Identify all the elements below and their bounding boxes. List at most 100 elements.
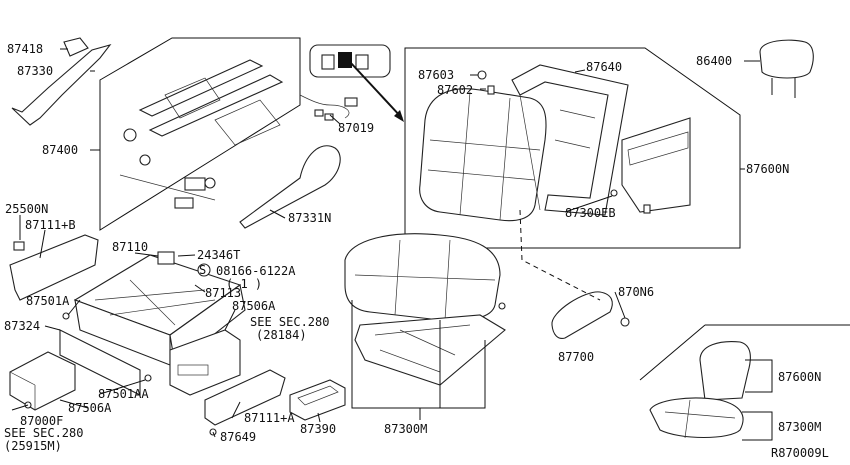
seat-cushion-stitching [354,239,496,321]
seatback-frame-87640 [511,64,629,216]
harness-connector-3 [344,97,358,107]
clip-87501a [62,312,70,320]
label-see-sec-280-top-code: (28184) [256,328,307,342]
screw-08166 [197,263,211,277]
label-86400: 86400 [696,54,732,68]
adjuster-cable [119,174,216,201]
location-icon [309,44,404,122]
part-87390-tray [289,379,346,421]
label-08166-qty: ( 1 ) [226,277,262,291]
adjuster-bracket [164,77,221,119]
inset-group [639,324,850,441]
label-87602: 87602 [437,83,473,97]
location-seat-1 [321,54,335,70]
adjuster-rail-upper [138,59,264,117]
label-87506a-top: 87506A [232,299,276,313]
trim-87330-shape [11,44,112,126]
cushion-frame-springs [94,279,216,326]
screw-87501aa [144,374,152,382]
seatback-frame [404,47,741,249]
adjuster-gear [139,154,151,166]
control-unit-edge [9,371,36,386]
label-ref-code: R870009L [771,446,829,460]
inset-frame-diag [639,324,706,381]
leader-lines [11,48,760,438]
fastener-87603 [477,70,487,80]
label-87110: 87110 [112,240,148,254]
part-87019-harness [299,94,358,121]
seat-adjuster-group [99,37,301,231]
seatback-panel [621,117,691,213]
part-24346t [157,251,175,265]
adjuster-rail-lower [148,74,284,137]
location-seat-highlight [338,52,352,68]
label-87111b: 87111+B [25,218,76,232]
trim-87111a [204,369,286,426]
label-870n6: 870N6 [618,285,654,299]
cushion-leader-bracket [351,300,486,409]
label-87640: 87640 [586,60,622,74]
part-25500n-switch [13,241,25,251]
label-87000f: 87000F [20,414,63,428]
label-87501a: 87501A [26,294,70,308]
part-labels: 87418 87330 87400 87019 87331N 87603 876… [4,42,829,460]
headrest-pad [759,39,814,79]
location-seat-3 [355,54,369,70]
label-87331n: 87331N [288,211,331,225]
label-24346t: 24346T [197,248,240,262]
part-86400-headrest [759,39,814,98]
seatback-cushion [419,88,547,222]
armrest-dashed-link [519,209,601,301]
inset-seatback [699,341,751,401]
adjuster-motor [123,128,137,142]
adjuster-motor-frame [214,99,281,146]
label-87390: 87390 [300,422,336,436]
label-87603: 87603 [418,68,454,82]
module-connector [177,364,209,376]
label-87330: 87330 [17,64,53,78]
adjuster-frame [99,37,301,231]
label-87600n: 87600N [746,162,789,176]
label-87111a: 87111+A [244,411,295,425]
label-08166: 08166-6122A [216,264,296,278]
location-arrow-head [394,110,404,122]
part-87000f-unit [9,351,76,411]
seat-cushion-frame-detail [374,324,471,373]
harness-connector-1 [314,109,324,117]
adjuster-motor-box [184,177,206,191]
label-87113: 87113 [205,286,241,300]
label-87418: 87418 [7,42,43,56]
screw-symbol: S [199,263,206,277]
label-25500n: 25500N [5,202,48,216]
inset-leader-back [745,359,773,393]
trim-87331n-shape [239,145,341,229]
cushion-clip [498,302,506,310]
inset-leader-cushion [742,411,773,441]
trim-87418-clip [63,37,89,57]
tray-inner [297,385,339,406]
inset-cushion-stitch [664,399,736,439]
label-87400: 87400 [42,143,78,157]
part-87331n-trim [239,145,341,229]
seatback-panel-pocket [627,131,689,166]
adjuster-motor-box-2 [174,197,194,209]
seat-cushion-group [344,233,506,409]
label-87501aa: 87501AA [98,387,149,401]
part-87700-armrest [551,291,630,339]
label-see-sec-280-top: SEE SEC.280 [250,315,329,329]
fastener-87602 [487,85,495,95]
label-87300eb: 87300EB [565,206,616,220]
armrest-87700 [551,291,613,339]
label-87649: 87649 [220,430,256,444]
seat-back-group [404,47,741,249]
part-87330-trim [11,37,112,126]
label-87700: 87700 [558,350,594,364]
label-87506a-bot: 87506A [68,401,112,415]
label-inset-87600n: 87600N [778,370,821,384]
seatback-frame-inner [519,94,596,211]
part-87111a-trim [204,369,286,436]
adjuster-knob [204,177,216,189]
part-87111b-cover [9,234,99,301]
